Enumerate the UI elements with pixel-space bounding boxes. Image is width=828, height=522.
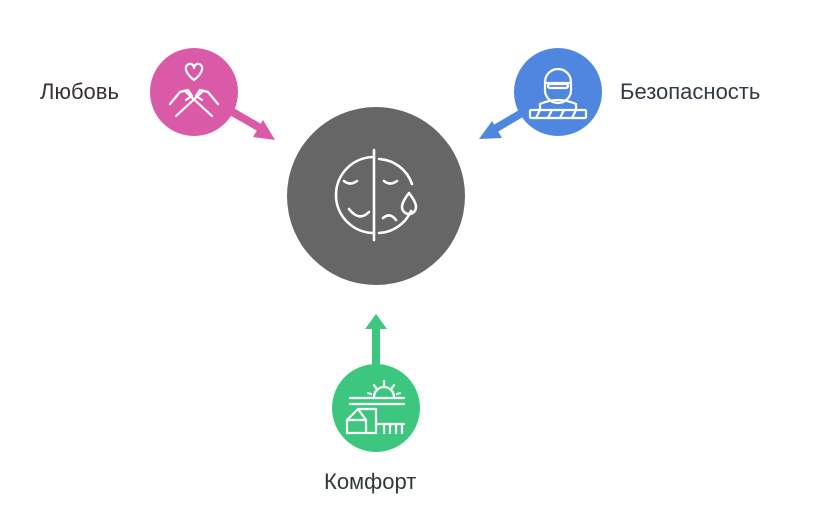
comedy-tragedy-face-icon <box>334 148 418 242</box>
burglar-icon <box>528 67 588 120</box>
label-love: Любовь <box>40 79 119 104</box>
security-node <box>514 48 602 136</box>
comfort-node <box>332 364 420 452</box>
heart-hands-icon <box>168 62 220 118</box>
label-comfort: Комфорт <box>324 469 417 494</box>
arrow-comfort-to-center <box>365 314 387 368</box>
label-security: Безопасность <box>620 79 761 104</box>
love-node <box>150 48 238 136</box>
center-node <box>287 107 465 285</box>
sunrise-house-icon <box>345 379 406 435</box>
